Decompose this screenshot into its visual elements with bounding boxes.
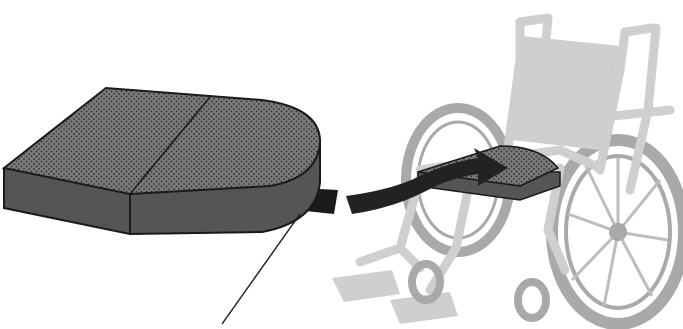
curved-placement-arrow: [346, 148, 508, 214]
footrest-left: [332, 270, 400, 302]
rear-wheel: [552, 140, 683, 324]
seat-cushion-illustration: [4, 88, 338, 234]
